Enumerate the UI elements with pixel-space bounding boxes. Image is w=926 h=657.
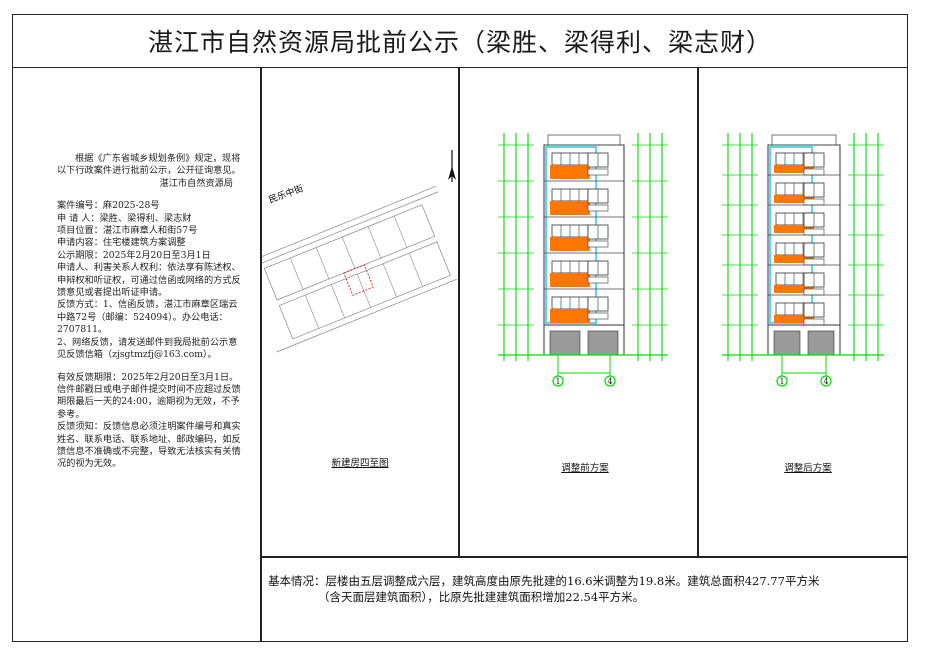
orange-balcony xyxy=(774,255,814,263)
orange-balcony xyxy=(550,309,590,323)
before-plan-caption: 调整前方案 xyxy=(561,463,609,474)
orange-balcony xyxy=(774,165,814,173)
orange-balcony xyxy=(550,273,590,287)
notice-line: 案件编号：麻2025-28号 xyxy=(57,200,160,212)
after-plan-caption: 调整后方案 xyxy=(784,463,832,474)
axis-marker xyxy=(552,375,564,387)
axis-label: 4 xyxy=(823,377,828,386)
orange-balcony xyxy=(774,315,814,323)
basic-situation-line1: 基本情况：层楼由五层调整成六层，建筑高度由原先批建的16.6米调整为19.8米。… xyxy=(268,574,820,588)
site-plan-caption: 新建房四至图 xyxy=(331,458,389,469)
divider-left xyxy=(260,68,262,642)
orange-balcony xyxy=(550,165,590,179)
orange-balcony xyxy=(550,237,590,251)
axis-label: 1 xyxy=(779,377,784,386)
orange-balcony xyxy=(550,201,590,215)
divider-right xyxy=(697,68,699,556)
garage-door xyxy=(549,330,581,356)
basic-situation: 基本情况：层楼由五层调整成六层，建筑高度由原先批建的16.6米调整为19.8米。… xyxy=(268,573,898,605)
window-sill xyxy=(803,288,825,296)
page-title: 湛江市自然资源局批前公示（梁胜、梁得利、梁志财） xyxy=(12,14,908,68)
notice-line: 申请内容：住宅楼建筑方案调整 xyxy=(57,237,186,249)
garage-door xyxy=(587,330,619,356)
window-sill xyxy=(587,204,609,212)
window-sill xyxy=(803,318,825,326)
window-sill xyxy=(803,168,825,176)
notice-intro: 根据《广东省城乡规划条例》规定，现将以下行政案件进行批前公示，公开征询意见。 xyxy=(57,153,241,177)
north-arrow-icon xyxy=(448,150,456,182)
window-sill xyxy=(587,276,609,284)
notice-frame xyxy=(12,14,908,642)
divider-bottom xyxy=(260,556,908,558)
notice-line: 公示期限：2025年2月20日至3月1日 xyxy=(57,249,211,261)
orange-balcony xyxy=(774,285,814,293)
notice-line: 反馈方式：1、信函反馈，湛江市麻章区瑞云中路72号（邮编：524094）。办公电… xyxy=(57,299,238,336)
site-plan-drawing: 民乐中街 xyxy=(262,150,457,353)
parcel-grid xyxy=(262,185,457,353)
window-sill xyxy=(803,198,825,206)
garage-door xyxy=(773,330,801,356)
window-sill xyxy=(587,240,609,248)
window-sill xyxy=(803,258,825,266)
window-sill xyxy=(587,168,609,176)
window-sill xyxy=(587,312,609,320)
orange-balcony xyxy=(774,225,814,233)
notice-issuer: 湛江市自然资源局 xyxy=(159,177,234,189)
axis-label: 4 xyxy=(607,377,612,386)
axis-marker xyxy=(604,375,616,387)
axis-marker xyxy=(776,375,788,387)
axis-marker xyxy=(820,375,832,387)
street-label: 民乐中街 xyxy=(267,182,305,206)
roof-parapet xyxy=(771,134,837,146)
notice-line: 2、网络反馈，请发送邮件到我局批前公示意见反馈信箱（zjsgtmzfj@163.… xyxy=(57,336,238,361)
garage-door xyxy=(807,330,835,356)
notice-text: 根据《广东省城乡规划条例》规定，现将以下行政案件进行批前公示，公开征询意见。 湛… xyxy=(57,153,243,471)
divider-mid xyxy=(458,68,460,556)
basic-situation-line2: （含天面层建筑面积），比原先批建建筑面积增加22.54平方米。 xyxy=(318,590,645,604)
notice-line: 项目位置：湛江市麻章人和街57号 xyxy=(57,225,198,237)
notice-line: 申 请 人：梁胜、梁得利、梁志财 xyxy=(57,212,192,224)
notice-line: 有效反馈期限：2025年2月20日至3月1日。信件邮戳日或电子邮件提交时间不应超… xyxy=(57,371,241,420)
window-sill xyxy=(803,228,825,236)
notice-line: 反馈须知：反馈信息必须注明案件编号和真实姓名、联系电话、联系地址、邮政编码，如反… xyxy=(57,421,241,470)
roof-parapet xyxy=(547,134,621,146)
orange-balcony xyxy=(774,195,814,203)
notice-line: 申请人、利害关系人权利：依法享有陈述权、申辩权和听证权，可通过信函或网络的方式反… xyxy=(57,262,241,299)
axis-label: 1 xyxy=(555,377,560,386)
